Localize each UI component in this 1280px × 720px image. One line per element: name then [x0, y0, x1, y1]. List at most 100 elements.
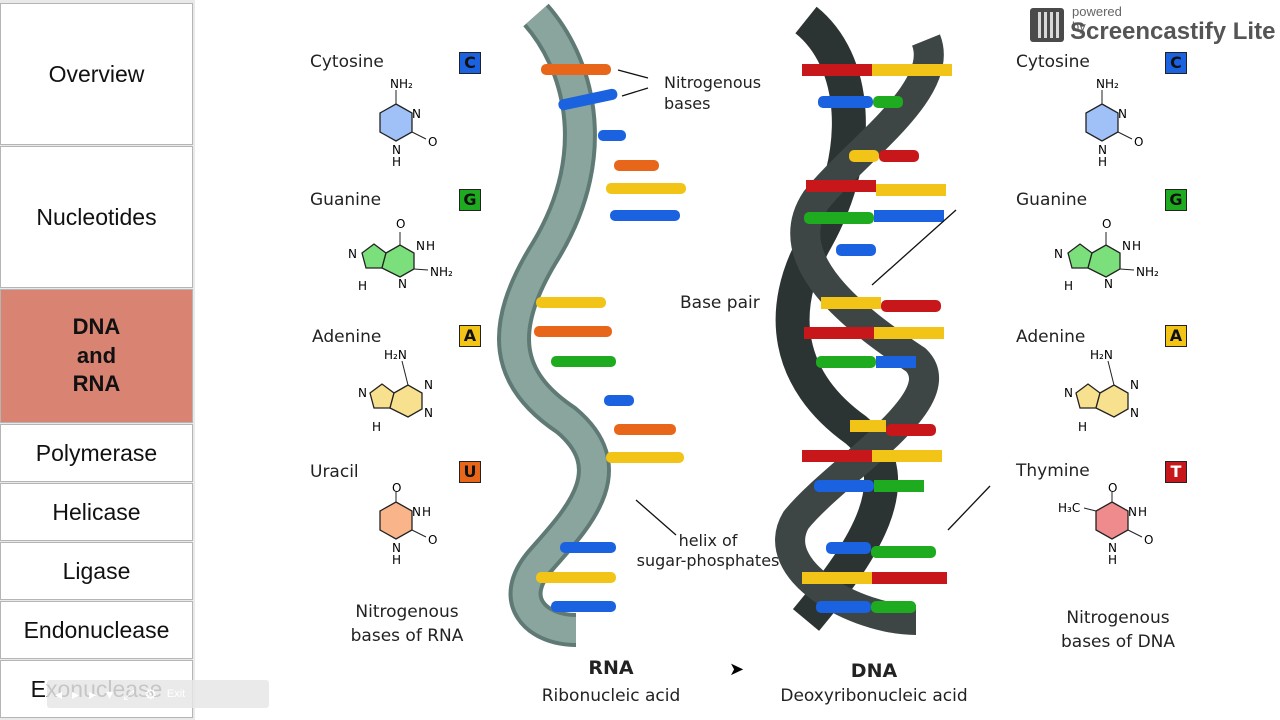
cytosine-molecule-icon: NH₂ N N H O: [1085, 77, 1143, 167]
svg-text:N: N: [424, 378, 433, 392]
svg-text:H: H: [358, 279, 367, 293]
dna-base-bar: [871, 546, 936, 558]
dna-base-bar: [874, 210, 944, 222]
svg-text:H: H: [392, 553, 401, 567]
svg-text:O: O: [1134, 135, 1143, 149]
dna-title: DNA: [850, 660, 898, 682]
dna-base-bar: [872, 64, 952, 76]
watermark-brand-text: Screencastify Lite: [1070, 18, 1276, 45]
dna-base-bar: [871, 601, 916, 613]
dna-base-bar: [804, 327, 874, 339]
nav-item-nucleotides[interactable]: Nucleotides: [0, 146, 193, 288]
svg-text:N: N: [398, 277, 407, 291]
nav-item-dna-and-rna[interactable]: DNA and RNA: [0, 289, 193, 423]
nav-item-ligase[interactable]: Ligase: [0, 542, 193, 600]
dna-base-bar: [818, 96, 873, 108]
rna-base-name-adenine: Adenine: [312, 327, 382, 347]
exit-button[interactable]: Exit: [166, 688, 186, 700]
svg-text:N: N: [1130, 378, 1139, 392]
rna-base-bar: [606, 183, 686, 194]
svg-text:H: H: [1132, 239, 1141, 253]
svg-text:H₂N: H₂N: [384, 348, 407, 362]
rna-base-bar: [614, 424, 676, 435]
svg-text:H: H: [1138, 505, 1147, 519]
helix-label: helix of sugar-phosphates: [637, 531, 780, 571]
fullscreen-icon[interactable]: ⤢: [123, 685, 135, 702]
gear-icon[interactable]: ⚙: [144, 685, 157, 702]
svg-text:N: N: [1064, 386, 1073, 400]
screencastify-watermark: powered by Screencastify Lite: [1030, 4, 1275, 46]
dna-base-name-cytosine: Cytosine: [1016, 52, 1090, 72]
pointer-line: [617, 69, 649, 79]
settings-dropdown-icon[interactable]: ▾: [106, 685, 114, 702]
svg-text:H: H: [1064, 279, 1073, 293]
play-icon[interactable]: ▸: [72, 685, 80, 702]
svg-text:H: H: [1108, 553, 1117, 567]
svg-text:N: N: [424, 406, 433, 420]
nav-item-helicase[interactable]: Helicase: [0, 483, 193, 541]
rna-bases-caption: Nitrogenous bases of RNA: [351, 600, 464, 648]
slide-canvas: Cytosine C NH₂ N N H O Guanine G O N H N…: [196, 0, 1280, 720]
dna-badge-c: C: [1165, 52, 1187, 74]
dna-base-bar: [874, 480, 924, 492]
cytosine-molecule-icon: NH₂ N N H O: [379, 77, 437, 167]
previous-icon[interactable]: ◂: [55, 685, 63, 702]
dna-base-bar: [802, 572, 872, 584]
dna-base-pair-bars: [802, 64, 952, 613]
svg-text:N: N: [348, 247, 357, 261]
svg-text:N: N: [412, 107, 421, 121]
adenine-molecule-icon: H₂N N N N H: [358, 348, 433, 434]
nav-item-overview[interactable]: Overview: [0, 3, 193, 145]
dna-base-bar: [872, 450, 942, 462]
pointer-line: [871, 209, 957, 286]
dna-strand-a: [775, 6, 899, 631]
svg-text:H: H: [1078, 420, 1087, 434]
svg-text:H: H: [372, 420, 381, 434]
dna-base-bar: [874, 327, 944, 339]
svg-text:N: N: [392, 143, 401, 157]
helix-diagram: [497, 3, 991, 647]
rna-badge-g: G: [459, 189, 481, 211]
svg-text:H₂N: H₂N: [1090, 348, 1113, 362]
caption-line: helix of: [678, 531, 738, 550]
dna-base-bar: [849, 150, 879, 162]
svg-text:N: N: [1128, 505, 1137, 519]
dna-base-bar: [802, 450, 872, 462]
rna-base-bars: [534, 64, 686, 612]
uracil-molecule-icon: O N H N H O: [379, 482, 437, 567]
nav-item-endonuclease[interactable]: Endonuclease: [0, 601, 193, 659]
dna-bases-caption: Nitrogenous bases of DNA: [1061, 606, 1175, 654]
caption-line: bases: [664, 94, 711, 113]
rna-base-bar: [534, 326, 612, 337]
svg-text:N: N: [1054, 247, 1063, 261]
svg-text:N: N: [1108, 541, 1117, 555]
rna-base-bar: [551, 601, 616, 612]
caption-line: bases of RNA: [350, 626, 464, 646]
rna-base-bar: [541, 64, 611, 75]
dna-base-bar: [836, 244, 876, 256]
dna-base-name-adenine: Adenine: [1016, 327, 1086, 347]
dna-base-name-guanine: Guanine: [1016, 190, 1088, 210]
svg-text:H₃C: H₃C: [1058, 501, 1080, 515]
dna-base-bar: [850, 420, 886, 432]
dna-base-bar: [814, 480, 874, 492]
rna-strand-face: [501, 6, 607, 643]
caption-line: Nitrogenous: [355, 602, 459, 622]
dna-base-bar: [876, 184, 946, 196]
nav-item-polymerase[interactable]: Polymerase: [0, 424, 193, 482]
guanine-molecule-icon: O N H NH₂ N N H: [1054, 217, 1159, 293]
next-icon[interactable]: ▸: [89, 685, 97, 702]
dna-base-bar: [806, 180, 876, 192]
rna-base-bar: [614, 160, 659, 171]
dna-base-bar: [804, 212, 874, 224]
rna-base-bar: [610, 210, 680, 221]
svg-text:N: N: [1118, 107, 1127, 121]
dna-base-bar: [872, 572, 947, 584]
dna-base-bar: [879, 150, 919, 162]
svg-text:H: H: [426, 239, 435, 253]
dna-base-bar: [873, 96, 903, 108]
rna-base-bar: [536, 572, 616, 583]
dna-subtitle: Deoxyribonucleic acid: [780, 686, 968, 706]
pointer-line: [947, 485, 991, 531]
rna-base-bar: [551, 356, 616, 367]
